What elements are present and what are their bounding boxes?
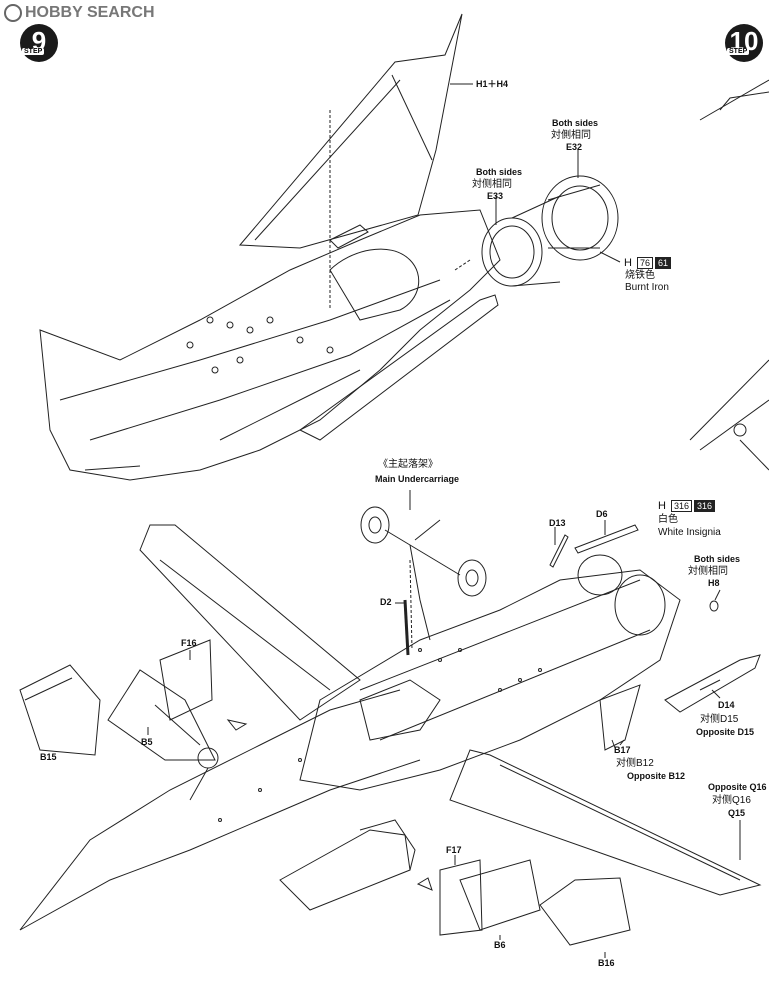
paint-code-box-4: 316 xyxy=(694,500,716,512)
paint-code-box-2: 61 xyxy=(655,257,672,269)
label-d15-cn: 对侧D15 xyxy=(700,714,739,725)
label-white-cn: 白色 xyxy=(658,514,678,525)
label-e32-cn: 対側相同 xyxy=(551,130,591,141)
label-d15-en: Opposite D15 xyxy=(696,727,755,737)
label-f16: F16 xyxy=(181,638,197,648)
label-e33-part: E33 xyxy=(487,191,504,201)
label-e33-cn: 対侧相同 xyxy=(472,179,512,190)
label-h1h4: H1＋H4 xyxy=(476,79,509,89)
paint-brand-h2: H xyxy=(658,500,666,512)
label-d13: D13 xyxy=(549,518,566,528)
label-e33-both: Both sides xyxy=(476,167,523,177)
step-9-label: STEP xyxy=(22,48,45,55)
label-b15: B15 xyxy=(40,752,57,762)
label-white-en: White Insignia xyxy=(658,527,721,538)
step10-partial-airframe xyxy=(689,79,769,471)
paint-brand-h: H xyxy=(624,257,632,269)
label-e32-both: Both sides xyxy=(552,118,599,128)
lower-parts xyxy=(279,819,631,946)
watermark-logo: HOBBY SEARCH xyxy=(4,4,155,22)
label-b6: B6 xyxy=(494,940,506,950)
label-h8-both: Both sides xyxy=(694,554,741,564)
paint-code-box-1: 76 xyxy=(637,257,654,269)
step-10-badge: 10 STEP xyxy=(725,24,763,62)
left-parts xyxy=(19,639,248,761)
label-burnt-en: Burnt Iron xyxy=(625,282,669,293)
label-d14: D14 xyxy=(718,700,735,710)
label-b12-en: Opposite B12 xyxy=(627,771,686,781)
label-main-uc-cn: 《主起落架》 xyxy=(378,459,438,470)
label-b17: B17 xyxy=(614,745,631,755)
paint-code-box-3: 316 xyxy=(671,500,693,512)
label-e32-part: E32 xyxy=(566,142,583,152)
label-q15: Q15 xyxy=(728,808,746,818)
step9-nozzle-rings xyxy=(454,175,621,287)
step-9-badge: 9 STEP xyxy=(20,24,58,62)
logo-text: HOBBY SEARCH xyxy=(25,4,155,21)
label-b5: B5 xyxy=(141,737,153,747)
logo-icon xyxy=(4,4,22,22)
step-10-label: STEP xyxy=(727,48,750,55)
label-d2: D2 xyxy=(380,597,392,607)
step10-airframe xyxy=(19,524,762,931)
label-f17: F17 xyxy=(446,845,462,855)
label-b12-cn: 对侧B12 xyxy=(616,758,654,769)
main-undercarriage-drawing xyxy=(360,506,487,651)
label-burnt-cn: 烧铁色 xyxy=(625,270,655,281)
step9-airframe xyxy=(39,13,501,481)
label-main-uc-en: Main Undercarriage xyxy=(375,474,460,484)
label-d6: D6 xyxy=(596,509,608,519)
label-q16-en: Opposite Q16 xyxy=(708,782,767,792)
label-q16-cn: 对侧Q16 xyxy=(712,795,751,806)
label-h8-part: H8 xyxy=(708,578,720,588)
label-b16: B16 xyxy=(598,958,615,968)
label-h8-cn: 対侧相同 xyxy=(688,566,728,577)
